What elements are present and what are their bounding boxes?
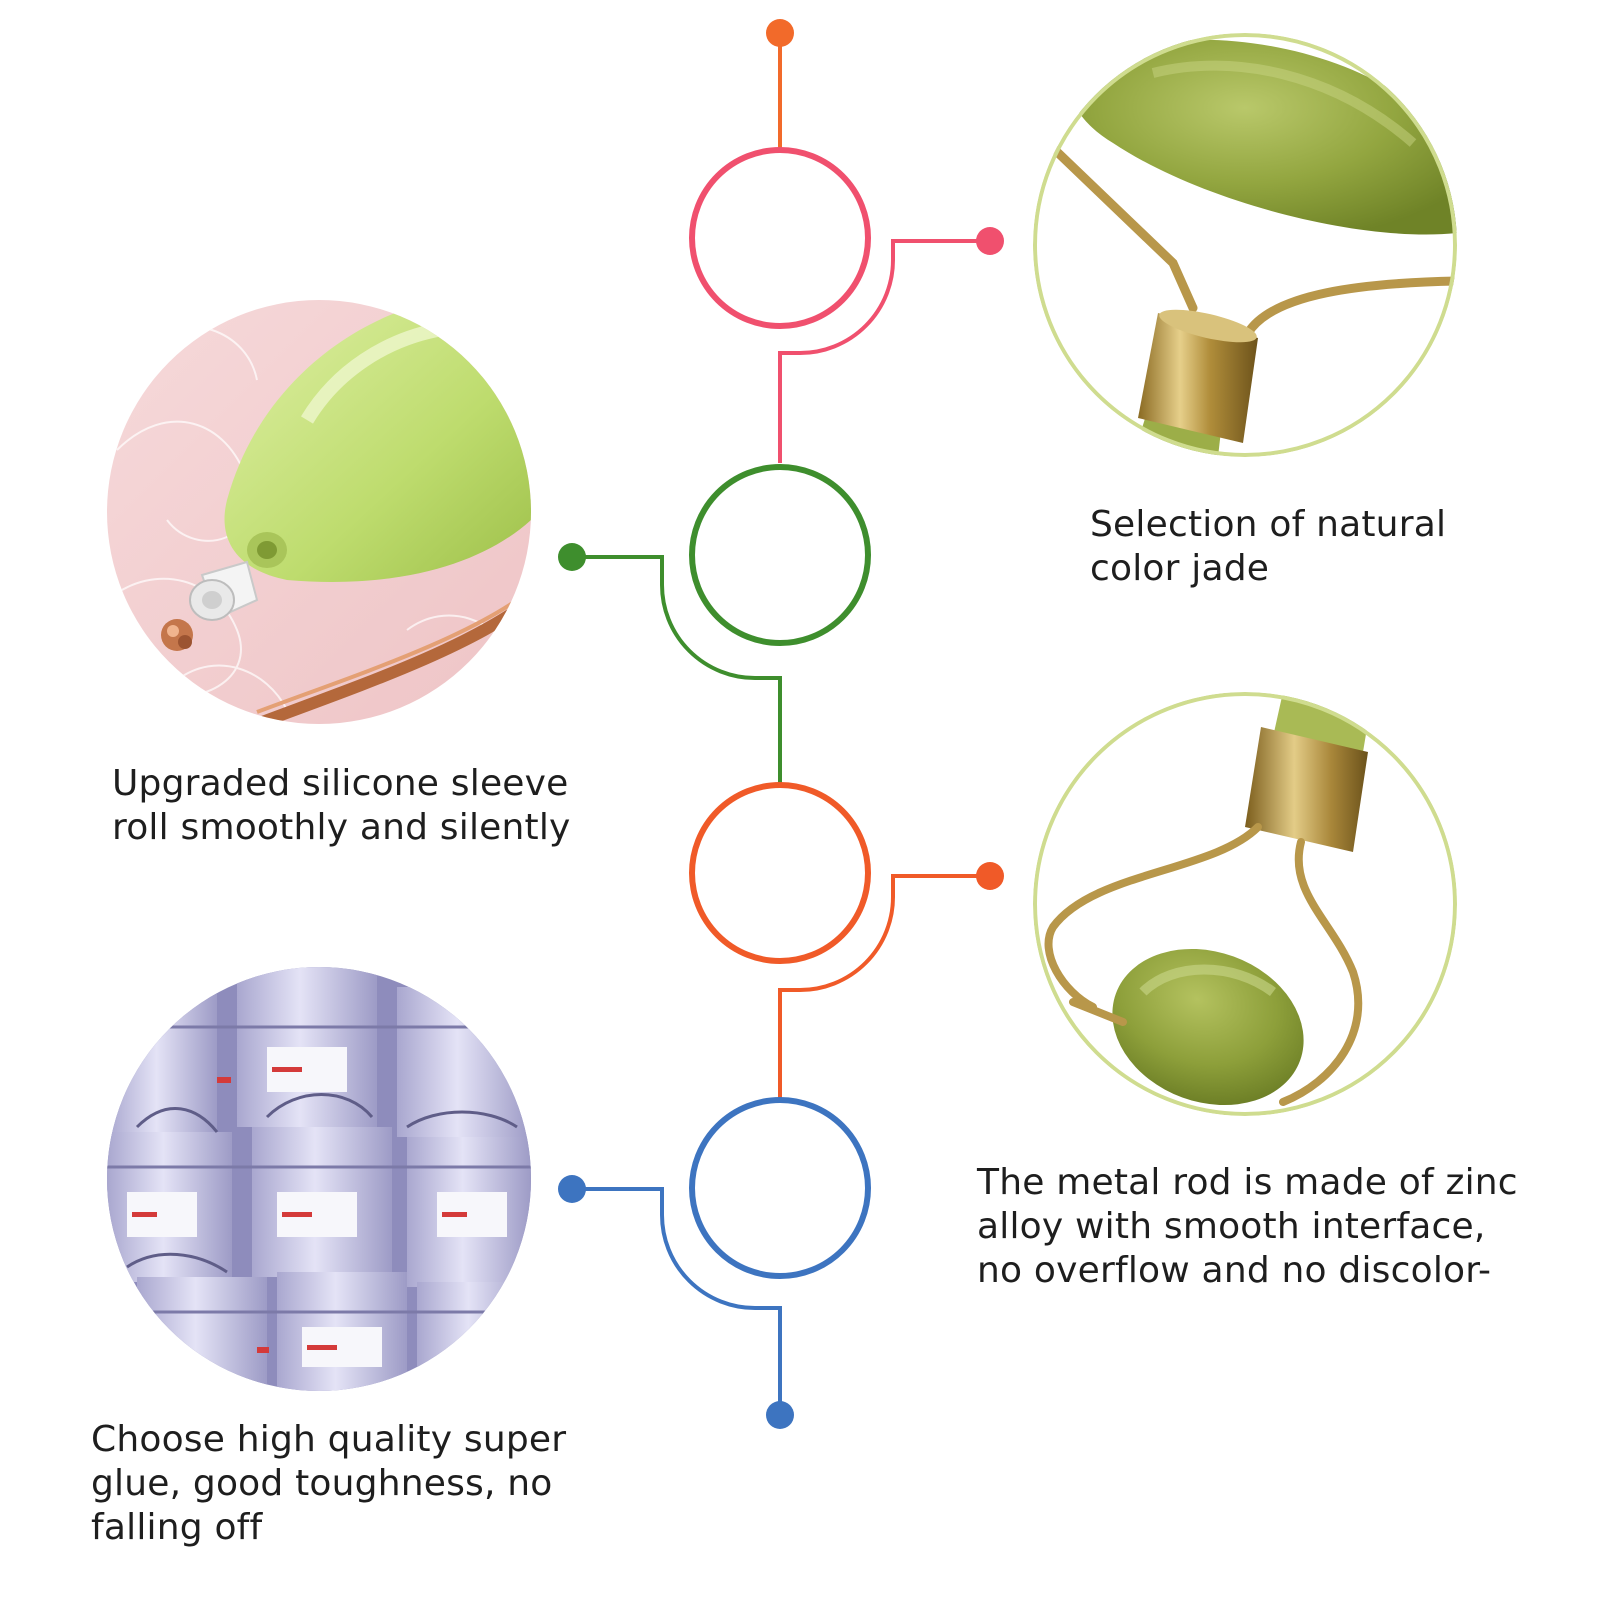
jade-roller-frame-photo — [1033, 33, 1457, 457]
glue-buckets-image — [107, 967, 531, 1391]
caption-metal-rod-line-2: alloy with smooth interface, — [977, 1206, 1486, 1247]
caption-glue-line-2: glue, good toughness, no — [91, 1463, 553, 1504]
connector-pink — [778, 239, 990, 463]
connector-dot-pink — [976, 227, 1004, 255]
caption-sleeve-line-2: roll smoothly and silently — [112, 807, 571, 848]
connector-dot-green — [558, 543, 586, 571]
connector-dot-orange — [976, 862, 1004, 890]
caption-sleeve-line-1: Upgraded silicone sleeve — [112, 763, 569, 804]
metal-rod-photo — [1033, 692, 1457, 1116]
photo-ring — [1033, 33, 1457, 457]
glue-buckets-photo — [107, 967, 531, 1391]
caption-jade-line-1: Selection of natural — [1090, 504, 1447, 545]
caption-metal-rod-line-3: no overflow and no discolor- — [977, 1250, 1492, 1291]
caption-glue-line-1: Choose high quality super — [91, 1419, 567, 1460]
caption-metal-rod-line-1: The metal rod is made of zinc — [977, 1162, 1518, 1203]
caption-sleeve: Upgraded silicone sleeve roll smoothly a… — [112, 762, 571, 850]
bottom-connector-dot — [766, 1401, 794, 1429]
silicone-sleeve-photo — [107, 300, 531, 724]
caption-metal-rod: The metal rod is made of zinc alloy with… — [977, 1161, 1518, 1293]
photo-ring — [1033, 692, 1457, 1116]
connector-orange — [778, 874, 990, 1098]
node-ring-blue — [689, 1097, 871, 1279]
caption-glue-line-3: falling off — [91, 1507, 263, 1548]
caption-jade-line-2: color jade — [1090, 548, 1270, 589]
connector-dot-blue — [558, 1175, 586, 1203]
node-ring-green — [689, 464, 871, 646]
node-ring-pink — [689, 147, 871, 329]
caption-glue: Choose high quality super glue, good tou… — [91, 1418, 566, 1550]
caption-jade: Selection of natural color jade — [1090, 503, 1446, 591]
connector-green — [572, 555, 782, 785]
connector-blue — [572, 1187, 782, 1415]
node-ring-orange — [689, 782, 871, 964]
silicone-sleeve-image — [107, 300, 531, 724]
